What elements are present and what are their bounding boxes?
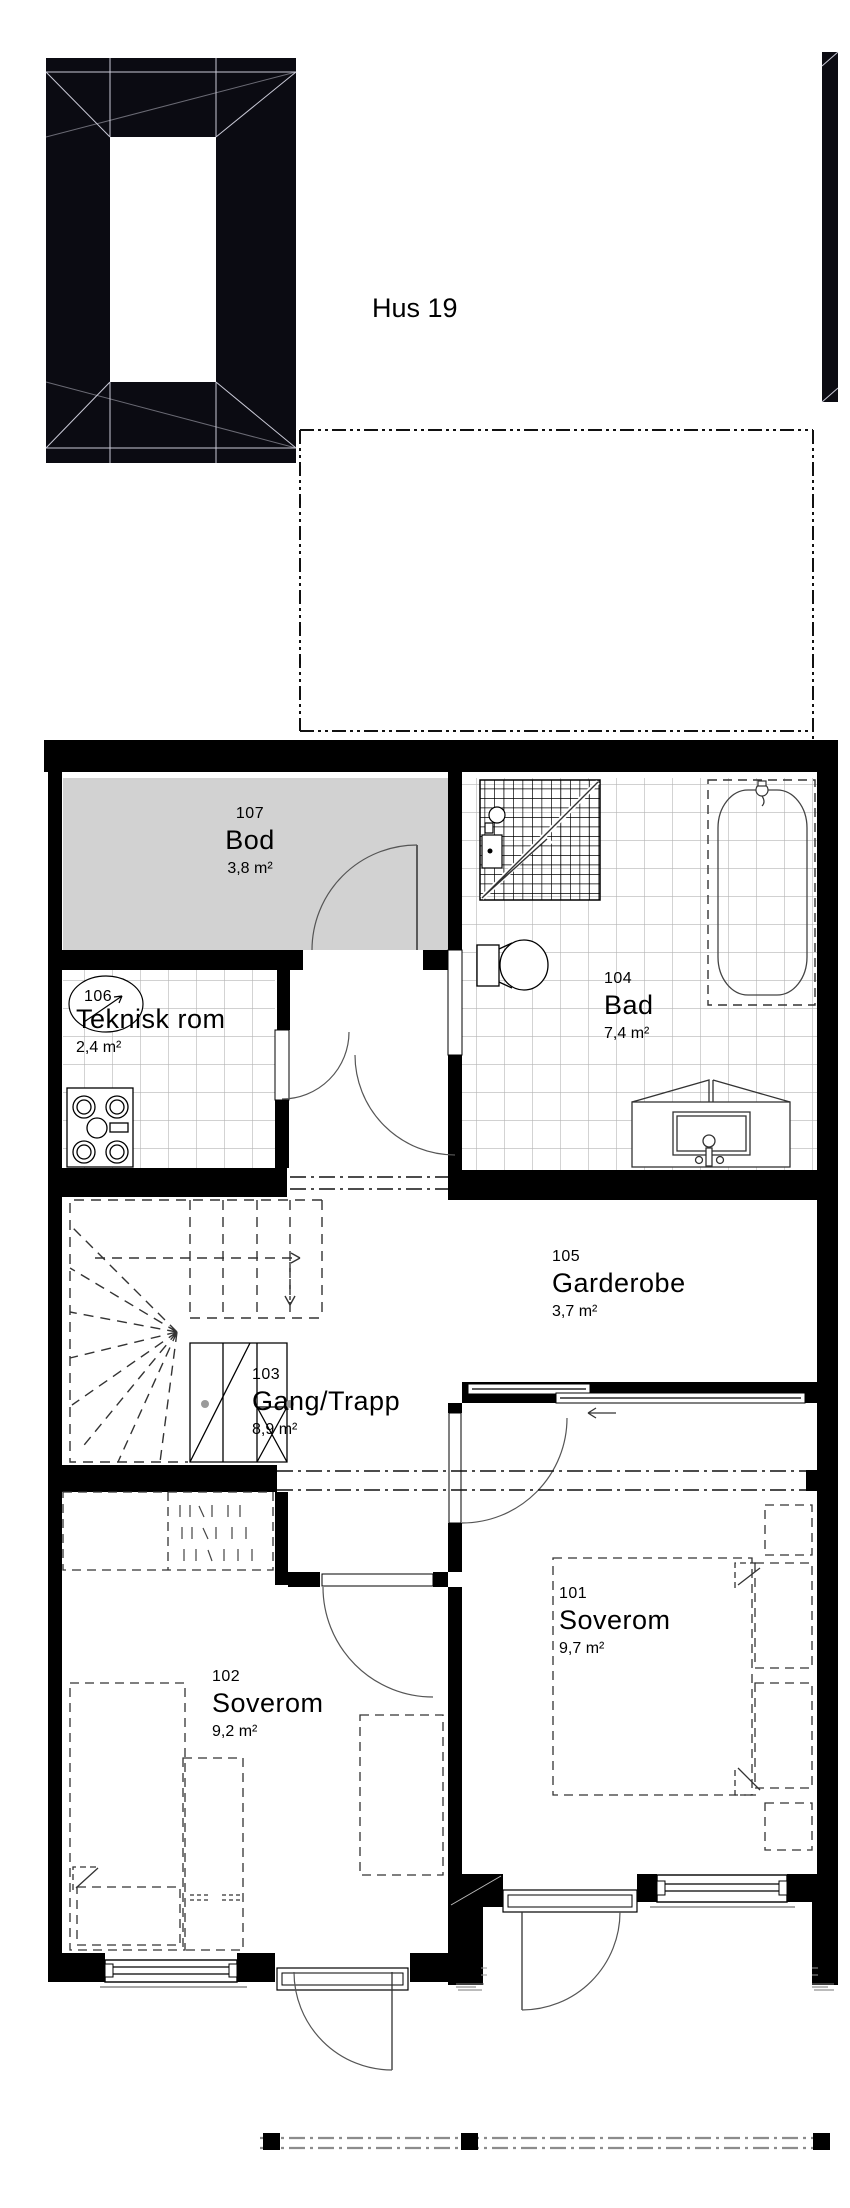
hanger-strokes-icon bbox=[179, 1505, 253, 1562]
exterior-door-102 bbox=[276, 1967, 409, 2071]
room-106-balloon bbox=[68, 975, 144, 1033]
section-lines bbox=[277, 1176, 806, 1491]
room-number: 105 bbox=[552, 1248, 581, 1265]
exterior-door-101 bbox=[502, 1889, 638, 2011]
room-label-garderobe: 105 Garderobe 3,7 m² bbox=[552, 1249, 686, 1320]
room-area: 9,2 m² bbox=[212, 1723, 258, 1740]
door-soverom-102 bbox=[321, 1573, 434, 1698]
room-name: Bad bbox=[604, 990, 654, 1020]
room-label-teknisk: Teknisk rom 2,4 m² bbox=[76, 1006, 226, 1056]
balcony-outline bbox=[260, 2133, 832, 2150]
window-soverom-101 bbox=[650, 1874, 795, 1908]
room-name: Garderobe bbox=[552, 1268, 686, 1298]
toilet-fixture bbox=[476, 939, 549, 991]
door-bod bbox=[311, 844, 418, 951]
room-label-soverom-102: 102 Soverom 9,2 m² bbox=[212, 1669, 324, 1740]
room-area: 3,8 m² bbox=[227, 860, 273, 877]
shower-area bbox=[479, 779, 601, 901]
bod-floor bbox=[63, 778, 448, 950]
bed-101 bbox=[552, 1504, 813, 1851]
stair-lower-steps bbox=[189, 1342, 288, 1463]
party-wall-corner-seam bbox=[450, 1875, 502, 1906]
dresser-102 bbox=[182, 1757, 244, 1951]
door-soverom-101 bbox=[448, 1412, 568, 1524]
neighbor-wall-bar bbox=[821, 51, 839, 403]
room-area: 3,7 m² bbox=[552, 1303, 598, 1320]
exterior-walls bbox=[44, 740, 838, 1985]
wardrobe-102 bbox=[69, 1682, 186, 1951]
room-number: 104 bbox=[604, 970, 633, 987]
sliding-door-garderobe bbox=[467, 1383, 806, 1419]
room-name: Soverom bbox=[559, 1605, 671, 1635]
room-name: Bod bbox=[225, 825, 275, 855]
room-label-bad: 104 Bad 7,4 m² bbox=[604, 971, 654, 1042]
room-name: Gang/Trapp bbox=[252, 1386, 401, 1416]
room-label-soverom-101: 101 Soverom 9,7 m² bbox=[559, 1586, 671, 1657]
sink-faucet-icon bbox=[694, 1134, 725, 1167]
slide-direction-arrow-icon bbox=[587, 1407, 616, 1419]
window-soverom-102 bbox=[100, 1959, 247, 1988]
bed-102 bbox=[359, 1714, 444, 1876]
door-bad bbox=[354, 949, 463, 1156]
room-area: 2,4 m² bbox=[76, 1039, 122, 1056]
neighbor-section-ring bbox=[45, 58, 297, 463]
room-label-bod: 107 Bod 3,8 m² bbox=[185, 806, 315, 877]
shower-head-icon bbox=[481, 806, 506, 869]
vanity-sink-fixture bbox=[631, 1079, 791, 1168]
room-number: 107 bbox=[235, 805, 265, 822]
appliance-icon bbox=[66, 1087, 134, 1168]
tub-faucet-icon bbox=[755, 780, 769, 807]
stair-walkline-arrows-icon bbox=[284, 1252, 301, 1306]
furniture-102 bbox=[69, 1682, 444, 1951]
room-name: Soverom bbox=[212, 1688, 324, 1718]
room-area: 9,7 m² bbox=[559, 1640, 605, 1657]
room-number-teknisk: 106 bbox=[84, 988, 113, 1005]
staircase bbox=[69, 1199, 323, 1463]
room-name: Teknisk rom bbox=[76, 1004, 226, 1034]
detail-ticks bbox=[456, 1967, 834, 1991]
closet-niche bbox=[62, 1491, 274, 1571]
room-area: 7,4 m² bbox=[604, 1025, 650, 1042]
room-label-gang-trapp: 103 Gang/Trapp 8,9 m² bbox=[252, 1367, 400, 1438]
bathtub-fixture bbox=[707, 779, 816, 1006]
room-area: 8,9 m² bbox=[252, 1421, 298, 1438]
upper-floor-outline bbox=[299, 429, 814, 740]
plan-title: Hus 19 bbox=[372, 293, 458, 323]
room-number: 103 bbox=[252, 1366, 281, 1383]
door-teknisk bbox=[274, 1029, 350, 1101]
room-number: 101 bbox=[559, 1585, 588, 1602]
room-number: 102 bbox=[212, 1668, 241, 1685]
